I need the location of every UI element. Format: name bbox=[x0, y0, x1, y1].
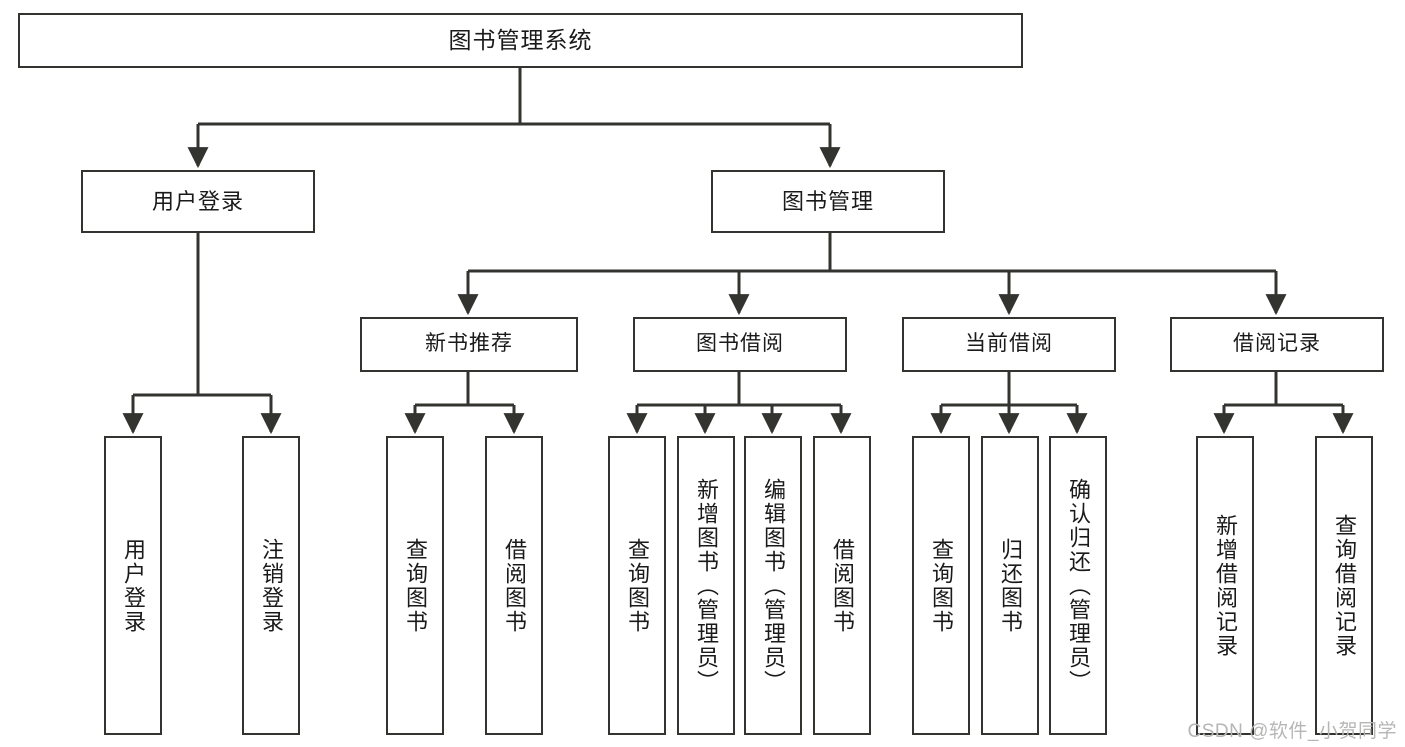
node-current-borrow-label: 当前借阅 bbox=[965, 332, 1053, 356]
node-book-borrow[interactable]: 图书借阅 bbox=[633, 317, 847, 372]
node-leaf-return-book-label: 归还图书 bbox=[997, 537, 1023, 634]
node-leaf-add-record-label: 新增借阅记录 bbox=[1212, 513, 1238, 658]
node-leaf-user-login[interactable]: 用户登录 bbox=[104, 436, 162, 735]
node-leaf-query-book-3-label: 查询图书 bbox=[928, 537, 954, 634]
node-leaf-add-record[interactable]: 新增借阅记录 bbox=[1196, 436, 1254, 735]
node-leaf-add-book-label: 新增图书（管理员） bbox=[693, 477, 719, 694]
node-root[interactable]: 图书管理系统 bbox=[18, 13, 1023, 68]
node-leaf-query-book-2[interactable]: 查询图书 bbox=[608, 436, 666, 735]
node-new-book-recommend-label: 新书推荐 bbox=[425, 332, 513, 356]
node-leaf-edit-book[interactable]: 编辑图书（管理员） bbox=[744, 436, 802, 735]
node-book-borrow-label: 图书借阅 bbox=[696, 332, 784, 356]
node-leaf-query-record-label: 查询借阅记录 bbox=[1331, 513, 1357, 658]
node-leaf-logout[interactable]: 注销登录 bbox=[242, 436, 300, 735]
node-leaf-edit-book-label: 编辑图书（管理员） bbox=[760, 477, 786, 694]
node-leaf-query-book-2-label: 查询图书 bbox=[624, 537, 650, 634]
node-leaf-borrow-book-1[interactable]: 借阅图书 bbox=[485, 436, 543, 735]
node-user-login[interactable]: 用户登录 bbox=[81, 170, 315, 233]
node-leaf-query-book-1[interactable]: 查询图书 bbox=[386, 436, 444, 735]
node-leaf-query-record[interactable]: 查询借阅记录 bbox=[1315, 436, 1373, 735]
node-leaf-return-book[interactable]: 归还图书 bbox=[981, 436, 1039, 735]
node-leaf-query-book-1-label: 查询图书 bbox=[402, 537, 428, 634]
node-leaf-borrow-book-1-label: 借阅图书 bbox=[501, 537, 527, 634]
node-leaf-borrow-book-2[interactable]: 借阅图书 bbox=[813, 436, 871, 735]
node-new-book-recommend[interactable]: 新书推荐 bbox=[360, 317, 578, 372]
node-user-login-label: 用户登录 bbox=[151, 188, 244, 214]
node-leaf-user-login-label: 用户登录 bbox=[120, 537, 146, 634]
node-leaf-confirm-return[interactable]: 确认归还（管理员） bbox=[1049, 436, 1107, 735]
node-book-manage-label: 图书管理 bbox=[781, 188, 874, 214]
node-leaf-query-book-3[interactable]: 查询图书 bbox=[912, 436, 970, 735]
node-borrow-record-label: 借阅记录 bbox=[1233, 332, 1321, 356]
node-book-manage[interactable]: 图书管理 bbox=[711, 170, 945, 233]
node-root-label: 图书管理系统 bbox=[448, 26, 593, 53]
node-leaf-confirm-return-label: 确认归还（管理员） bbox=[1065, 477, 1091, 694]
node-current-borrow[interactable]: 当前借阅 bbox=[902, 317, 1116, 372]
node-borrow-record[interactable]: 借阅记录 bbox=[1170, 317, 1384, 372]
node-leaf-logout-label: 注销登录 bbox=[258, 537, 284, 634]
node-leaf-add-book[interactable]: 新增图书（管理员） bbox=[677, 436, 735, 735]
watermark-text: CSDN @软件_小贺同学 bbox=[1187, 721, 1397, 742]
node-leaf-borrow-book-2-label: 借阅图书 bbox=[829, 537, 855, 634]
